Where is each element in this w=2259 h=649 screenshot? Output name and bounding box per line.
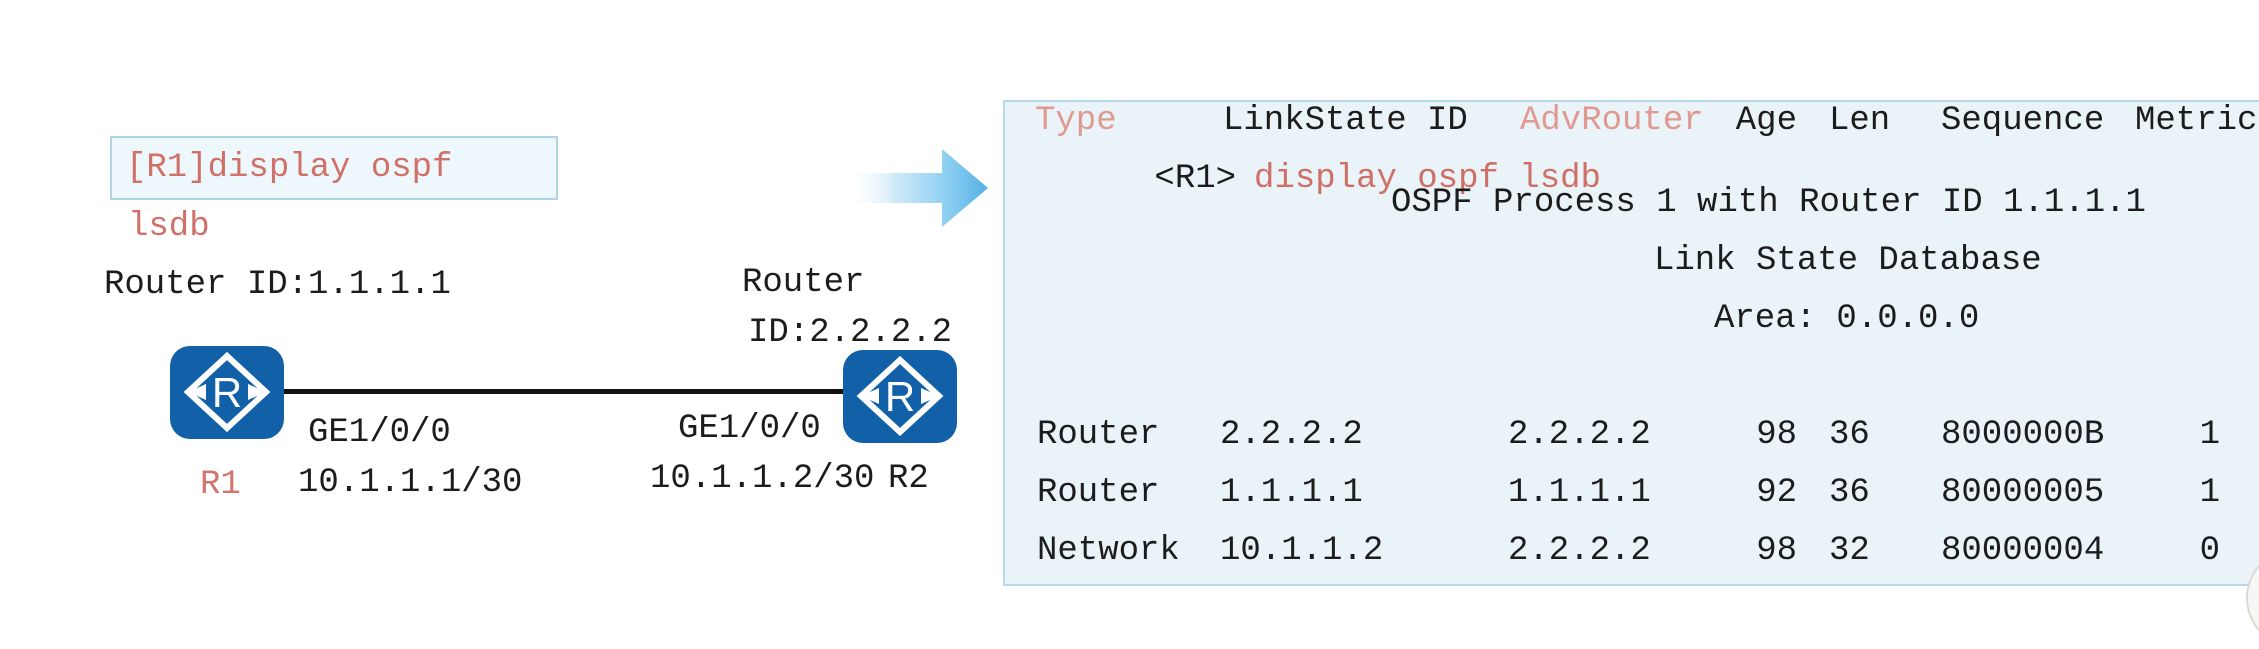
terminal-command-line: <R1> display ospf lsdb — [1032, 122, 1601, 236]
table-cell: 36 — [1829, 474, 1870, 512]
router-id-label-r1: Router ID:1.1.1.1 — [104, 266, 451, 304]
terminal-command: display ospf lsdb — [1254, 160, 1601, 198]
table-cell: 8000000B — [1941, 416, 2105, 454]
terminal-prompt: <R1> — [1154, 160, 1237, 198]
lsdb-table-row: Router 1.1.1.1 1.1.1.1 92 36 80000005 1 — [1005, 474, 2259, 520]
router-icon-r2: R — [843, 350, 957, 443]
table-cell: 98 — [1756, 416, 1797, 454]
area-line: Area: 0.0.0.0 — [1714, 300, 1980, 338]
ip-label-r2: 10.1.1.2/30 — [650, 460, 875, 498]
router-id-label-r2-line2: ID:2.2.2.2 — [748, 314, 953, 352]
command-callout-line1: [R1]display ospf — [126, 149, 453, 187]
table-cell: 1.1.1.1 — [1508, 474, 1651, 512]
header-cell: Type — [1035, 102, 1117, 140]
router-name-r1: R1 — [200, 466, 241, 504]
table-cell: 36 — [1829, 416, 1870, 454]
lsdb-table-header: Type LinkState ID AdvRouter Age Len Sequence M… — [1005, 102, 2259, 148]
table-cell: 10.1.1.2 — [1220, 532, 1384, 570]
link-line — [283, 389, 845, 394]
ospf-process-line: OSPF Process 1 with Router ID 1.1.1.1 — [1391, 184, 2146, 222]
ip-label-r1: 10.1.1.1/30 — [298, 464, 523, 502]
command-callout-box: [R1]display ospf — [110, 136, 558, 200]
header-cell: Len — [1829, 102, 1891, 140]
table-cell: Router — [1037, 474, 1160, 512]
table-cell: 1.1.1.1 — [1220, 474, 1363, 512]
table-cell: Router — [1037, 416, 1160, 454]
router-icon-r1: R — [170, 346, 284, 439]
router-id-label-r2-line1: Router — [742, 264, 865, 302]
header-cell: AdvRouter — [1520, 102, 1704, 140]
header-cell: Sequence — [1941, 102, 2105, 140]
table-cell: 1 — [2199, 416, 2220, 454]
table-cell: Network — [1037, 532, 1180, 570]
interface-label-r2: GE1/0/0 — [678, 410, 821, 448]
table-cell: 1 — [2199, 474, 2220, 512]
header-cell: Age — [1735, 102, 1797, 140]
flow-arrow-icon — [846, 149, 988, 227]
table-cell: 2.2.2.2 — [1508, 416, 1651, 454]
lsdb-table-row: Network 10.1.1.2 2.2.2.2 98 32 80000004 0 — [1005, 532, 2259, 578]
terminal-panel: <R1> display ospf lsdb OSPF Process 1 wit… — [1003, 100, 2259, 586]
router-glyph-r1: R — [212, 369, 242, 416]
header-cell: Metric — [2135, 102, 2258, 140]
table-cell: 92 — [1756, 474, 1797, 512]
table-cell: 2.2.2.2 — [1508, 532, 1651, 570]
interface-label-r1: GE1/0/0 — [308, 414, 451, 452]
router-name-r2: R2 — [888, 460, 929, 498]
table-cell: 80000005 — [1941, 474, 2105, 512]
table-cell: 0 — [2199, 532, 2220, 570]
command-callout-line2: lsdb — [128, 208, 210, 246]
table-cell: 2.2.2.2 — [1220, 416, 1363, 454]
table-cell: 80000004 — [1941, 532, 2105, 570]
table-cell: 32 — [1829, 532, 1870, 570]
link-state-database-line: Link State Database — [1654, 242, 2042, 280]
table-cell: 98 — [1756, 532, 1797, 570]
router-glyph-r2: R — [885, 373, 915, 420]
header-cell: LinkState ID — [1223, 102, 1468, 140]
lsdb-table-row: Router 2.2.2.2 2.2.2.2 98 36 8000000B 1 — [1005, 416, 2259, 462]
